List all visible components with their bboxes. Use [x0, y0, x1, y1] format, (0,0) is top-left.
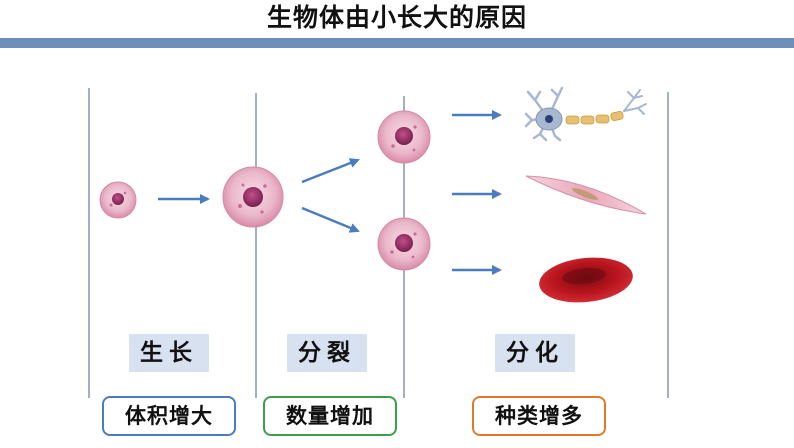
- muscle-cell-icon: [525, 175, 647, 215]
- result-box-differentiation: 种类增多: [472, 396, 606, 436]
- stage-label-division: 分裂: [287, 334, 367, 372]
- stage-label-growth: 生长: [129, 334, 209, 372]
- result-box-growth: 体积增大: [102, 396, 236, 436]
- arrow-icon: [301, 158, 360, 184]
- result-box-division: 数量增加: [263, 396, 397, 436]
- page-title: 生物体由小长大的原因: [266, 3, 527, 32]
- arrow-icon: [301, 206, 360, 233]
- title-underline-bar: [0, 38, 794, 48]
- daughter-cell-icon: [377, 217, 431, 271]
- small-cell-icon: [99, 181, 137, 219]
- stage-label-differentiation: 分化: [495, 334, 575, 372]
- neuron-icon: [524, 86, 647, 142]
- daughter-cell-icon: [377, 110, 431, 164]
- grown-cell-icon: [222, 166, 284, 228]
- red-blood-cell-icon: [539, 257, 633, 303]
